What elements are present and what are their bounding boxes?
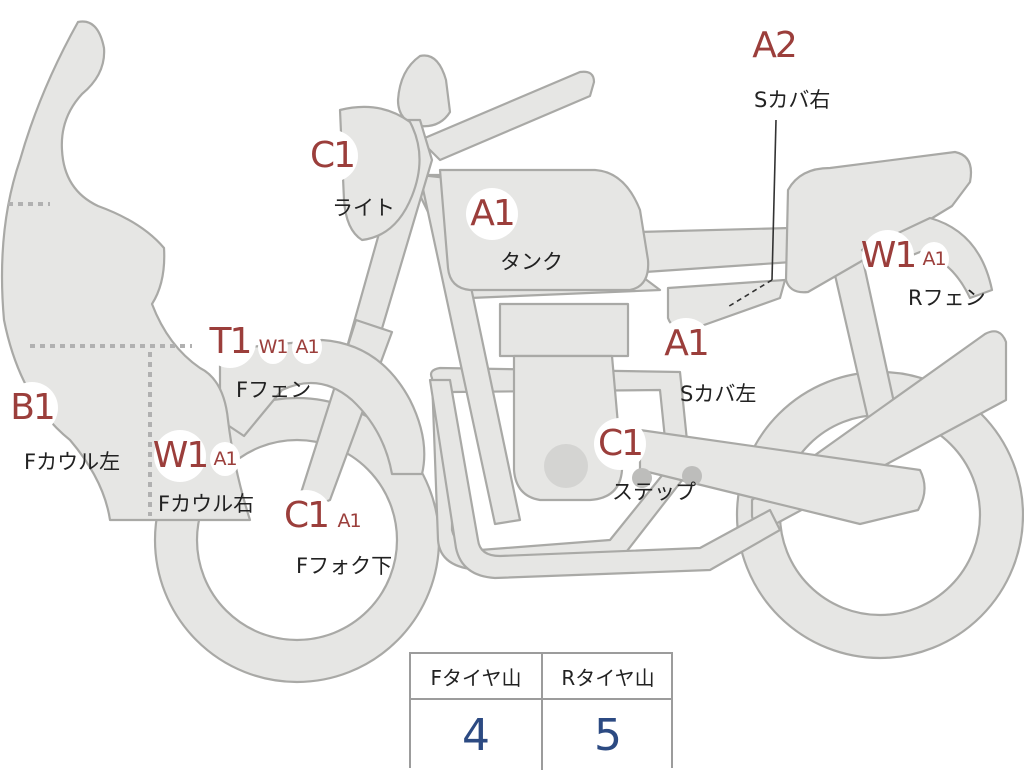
step (638, 428, 926, 526)
marker-w1-rear-fender: W1 (861, 230, 917, 282)
label-front-cowl-left: Fカウル左 (24, 450, 121, 474)
marker-a1-front-fork: A1 (334, 504, 364, 538)
mirror (396, 54, 452, 128)
rear-tire-tread-header: Rタイヤ山 (543, 654, 673, 700)
engine (498, 302, 630, 502)
label-light: ライト (332, 196, 395, 220)
marker-a1-front-cowl-right: A1 (210, 442, 240, 476)
marker-t1-front-fender: T1 (204, 316, 256, 368)
label-side-cover-left: Sカバ左 (680, 382, 757, 406)
front-tire-tread-value: 4 (462, 709, 490, 761)
frame-tube (418, 173, 522, 526)
label-front-fender: Fフェン (236, 378, 312, 402)
label-tank: タンク (500, 250, 563, 274)
front-fender (218, 338, 426, 476)
marker-a1-front-fender: A1 (292, 330, 322, 364)
label-front-fork: Fフォク下 (296, 554, 393, 578)
marker-a2-side-cover-right: A2 (748, 20, 800, 72)
seat (635, 226, 794, 274)
marker-w1-front-fender: W1 (258, 330, 288, 364)
marker-a1-side-cover-left: A1 (660, 318, 712, 370)
front-cowl (0, 20, 252, 522)
marker-c1-front-fork: C1 (280, 490, 332, 542)
label-side-cover-right: Sカバ右 (754, 88, 831, 112)
label-step: ステップ (612, 480, 696, 504)
tail-cowl (784, 150, 973, 294)
marker-a1-rear-fender: A1 (919, 242, 949, 276)
label-front-cowl-right: Fカウル右 (158, 492, 255, 516)
handlebar (418, 70, 596, 162)
marker-a1-tank: A1 (466, 188, 518, 240)
marker-b1-front-cowl-left: B1 (6, 382, 58, 434)
exhaust-pipe (428, 378, 782, 580)
tire-tread-table: Fタイヤ山 Rタイヤ山 4 5 (409, 652, 673, 770)
scover-right-leader (771, 119, 777, 281)
rear-tire-tread-value: 5 (594, 709, 622, 761)
label-rear-fender: Rフェン (908, 286, 986, 310)
marker-c1-light: C1 (306, 130, 358, 182)
marker-c1-step: C1 (594, 418, 646, 470)
marker-w1-front-cowl-right: W1 (153, 430, 209, 482)
front-tire-tread-header: Fタイヤ山 (411, 654, 541, 700)
headlight (338, 105, 421, 242)
table-divider (541, 654, 543, 770)
